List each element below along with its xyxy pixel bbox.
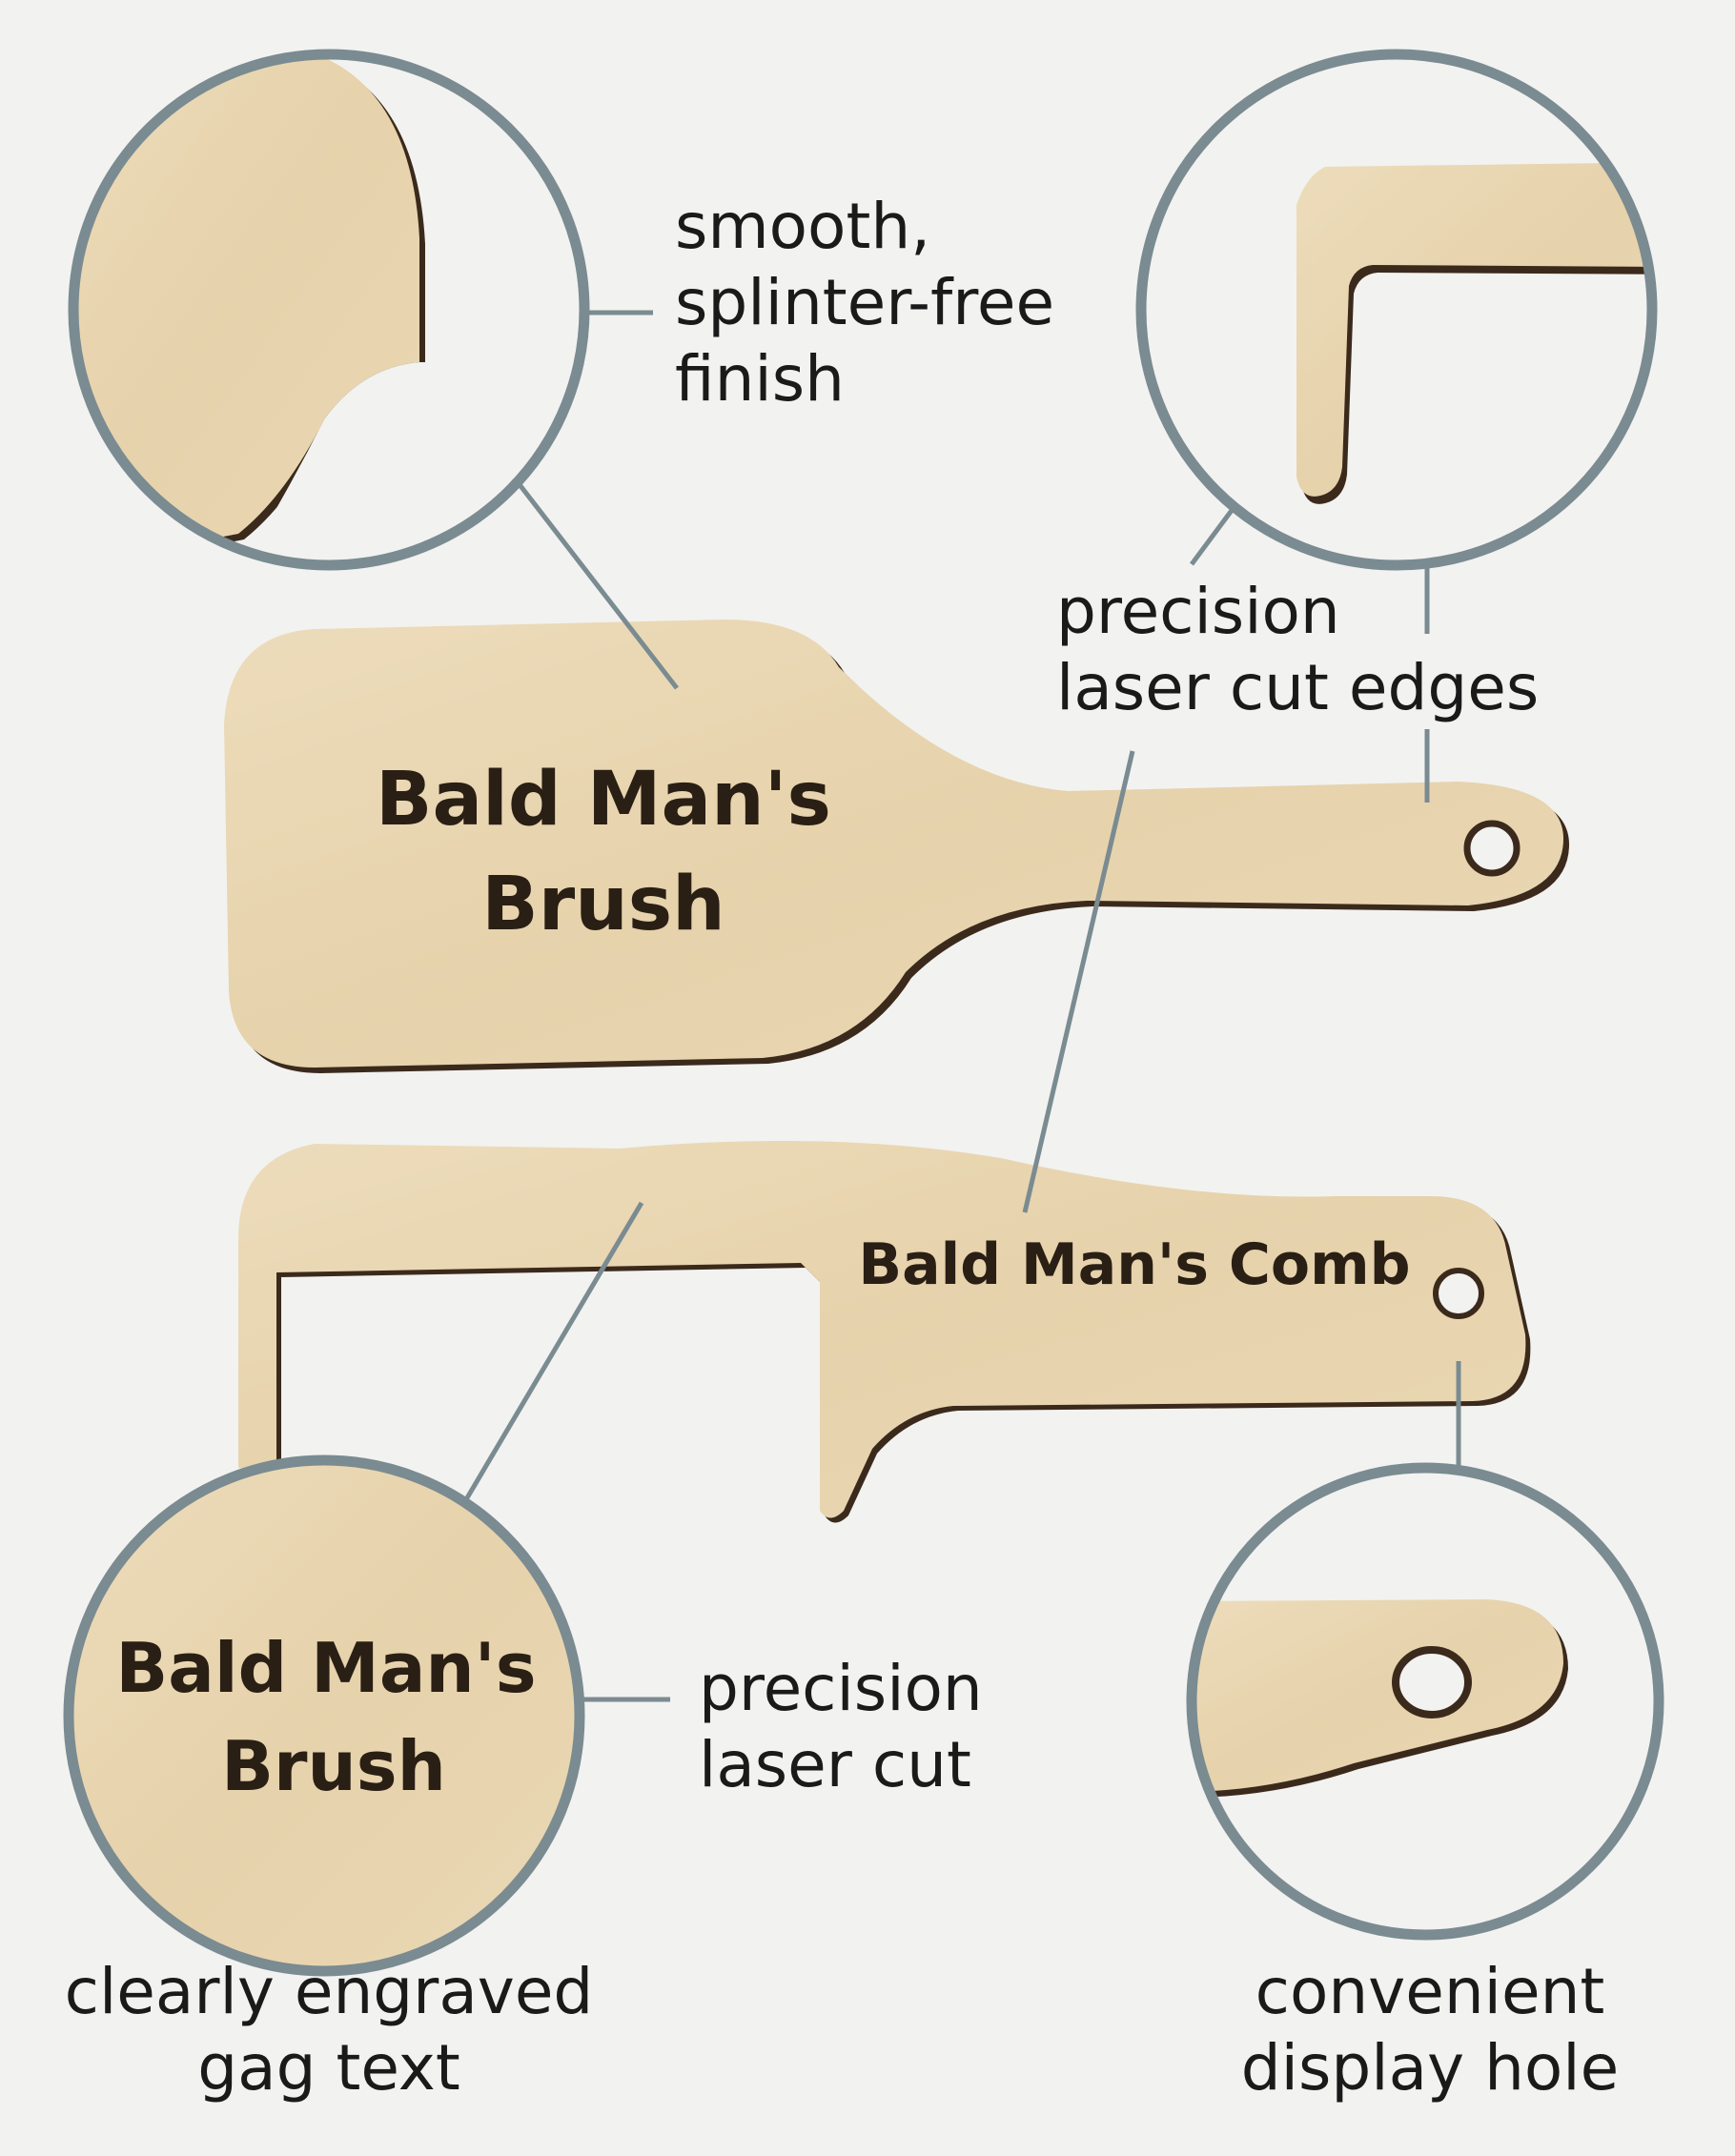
leader-finish-to-brush — [513, 477, 679, 690]
brush-engraving-line1: Bald Man's — [376, 757, 831, 843]
caption-engraved-line2: gag text — [197, 2031, 460, 2105]
caption-finish-line2: splinter-free — [675, 266, 1055, 339]
leader-edges-to-comb — [1022, 750, 1135, 1213]
caption-engraved-line1: clearly engraved — [64, 1955, 594, 2028]
zoom-circle-engraving: Bald Man's Brush — [63, 1454, 585, 1977]
caption-hole-line2: display hole — [1240, 2031, 1620, 2105]
brush-hanging-hole — [1463, 820, 1521, 877]
zoom-circle-hole — [1186, 1462, 1664, 1941]
brush-engraving-line2: Brush — [481, 862, 725, 947]
wooden-brush: Bald Man's Brush — [224, 620, 1569, 1073]
caption-finish-line1: smooth, — [675, 190, 931, 263]
caption-laser-cut-line2: laser cut — [699, 1728, 971, 1801]
brush-body — [224, 620, 1563, 1068]
zoom-engraving-line2: Brush — [221, 1726, 446, 1806]
caption-laser-cut-line1: precision — [699, 1652, 983, 1725]
wooden-comb: Bald Man's Comb — [238, 1141, 1531, 1523]
caption-finish: smooth, splinter-free finish — [675, 189, 1054, 417]
zoom-engraving-line1: Bald Man's — [115, 1628, 536, 1708]
leader-laser-cut-to-comb — [459, 1201, 644, 1508]
caption-engraved: clearly engraved gag text — [48, 1954, 610, 2106]
caption-finish-line3: finish — [675, 342, 845, 416]
caption-laser-cut: precision laser cut — [699, 1651, 983, 1803]
leader-lines — [459, 310, 1461, 1702]
comb-engraving: Bald Man's Comb — [858, 1231, 1410, 1298]
caption-edges: precision laser cut edges — [1056, 574, 1539, 726]
comb-body — [238, 1141, 1526, 1518]
caption-edges-line2: laser cut edges — [1056, 651, 1540, 724]
caption-hole: convenient display hole — [1182, 1954, 1678, 2106]
caption-hole-line1: convenient — [1255, 1955, 1605, 2028]
zoom-circle-finish — [68, 49, 590, 571]
caption-edges-line1: precision — [1056, 575, 1340, 648]
comb-hanging-hole — [1433, 1268, 1484, 1319]
zoom-circle-edges — [1135, 49, 1658, 571]
